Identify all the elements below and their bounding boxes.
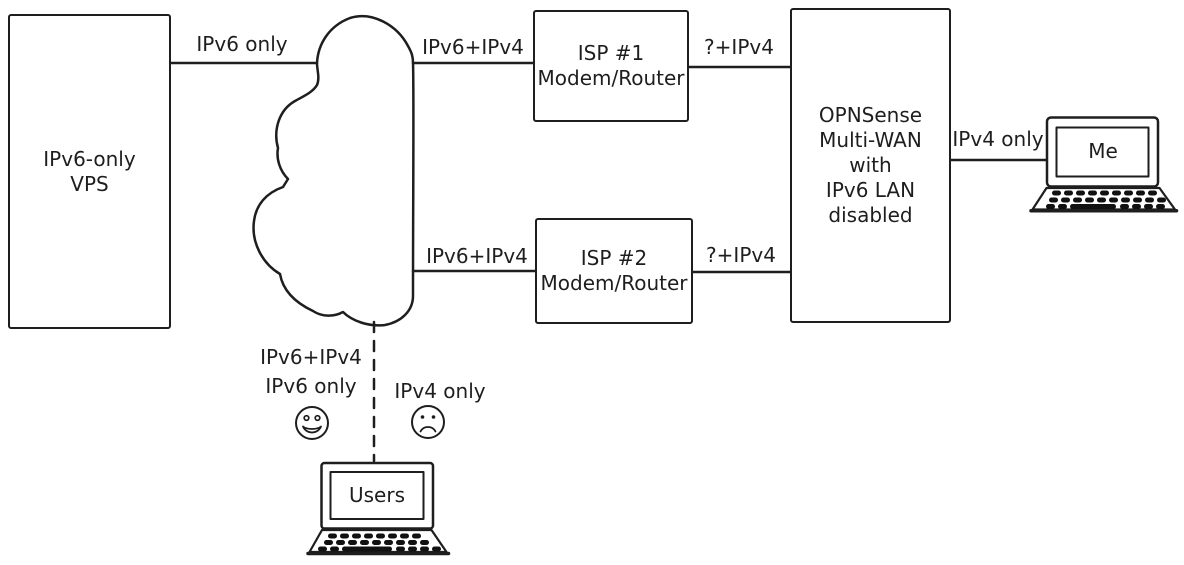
sad-face-icon bbox=[411, 405, 445, 439]
users-laptop-icon bbox=[306, 461, 451, 556]
edge-label-cloud-isp2: IPv6+IPv4 bbox=[426, 244, 528, 268]
isp1-modem-router-node: ISP #1 Modem/Router bbox=[533, 10, 689, 122]
edge-label-vps-cloud: IPv6 only bbox=[196, 32, 288, 56]
opnsense-node-label: OPNSense Multi-WAN with IPv6 LAN disable… bbox=[818, 103, 923, 227]
users-laptop-label: Users bbox=[348, 483, 406, 507]
internet-cloud bbox=[252, 15, 415, 327]
users-laptop-keyboard-keys bbox=[318, 533, 441, 552]
vps-node: IPv6-only VPS bbox=[8, 14, 171, 329]
me-laptop-label: Me bbox=[1088, 139, 1118, 163]
vps-node-label: IPv6-only VPS bbox=[43, 146, 136, 196]
opnsense-node: OPNSense Multi-WAN with IPv6 LAN disable… bbox=[790, 8, 951, 323]
me-laptop-keyboard-keys bbox=[1046, 190, 1166, 209]
isp2-modem-router-node: ISP #2 Modem/Router bbox=[535, 218, 693, 324]
me-laptop-icon bbox=[1029, 116, 1179, 213]
edge-label-isp1-opnsense: ?+IPv4 bbox=[704, 35, 774, 59]
sad-outcome-label: IPv4 only bbox=[394, 379, 486, 403]
happy-face-icon bbox=[295, 406, 329, 440]
happy-outcome-label-line2: IPv6 only bbox=[265, 374, 357, 398]
isp2-node-label: ISP #2 Modem/Router bbox=[540, 246, 688, 295]
happy-outcome-label-line1: IPv6+IPv4 bbox=[260, 345, 362, 369]
edge-label-opnsense-me: IPv4 only bbox=[952, 127, 1044, 151]
edge-label-cloud-isp1: IPv6+IPv4 bbox=[422, 35, 524, 59]
edge-label-isp2-opnsense: ?+IPv4 bbox=[706, 243, 776, 267]
isp1-node-label: ISP #1 Modem/Router bbox=[537, 41, 685, 90]
